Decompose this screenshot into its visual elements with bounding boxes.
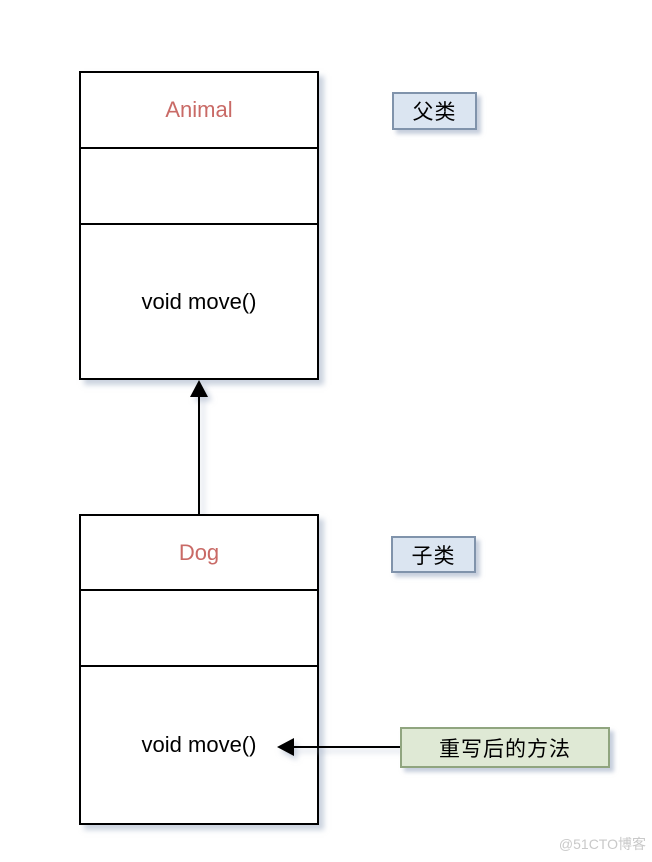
class-method-animal: void move() <box>141 288 257 314</box>
inheritance-arrow <box>190 380 208 514</box>
parent-class-label: 父类 <box>392 92 477 130</box>
class-attributes-dog <box>81 591 317 667</box>
override-pointer-arrow <box>277 738 400 756</box>
arrowhead-up-icon <box>190 380 208 397</box>
child-class-label: 子类 <box>391 536 476 573</box>
class-box-animal: Animal void move() <box>79 71 319 380</box>
class-method-dog: void move() <box>141 732 257 757</box>
arrowhead-left-icon <box>277 738 294 756</box>
arrow-shaft <box>290 746 400 748</box>
watermark: @51CTO博客 <box>558 836 646 852</box>
override-method-label: 重写后的方法 <box>400 727 610 768</box>
class-box-dog: Dog void move() <box>79 514 319 825</box>
class-name-dog: Dog <box>81 516 317 591</box>
arrow-shaft <box>198 393 200 514</box>
class-name-animal: Animal <box>81 73 317 149</box>
class-attributes-animal <box>81 149 317 225</box>
